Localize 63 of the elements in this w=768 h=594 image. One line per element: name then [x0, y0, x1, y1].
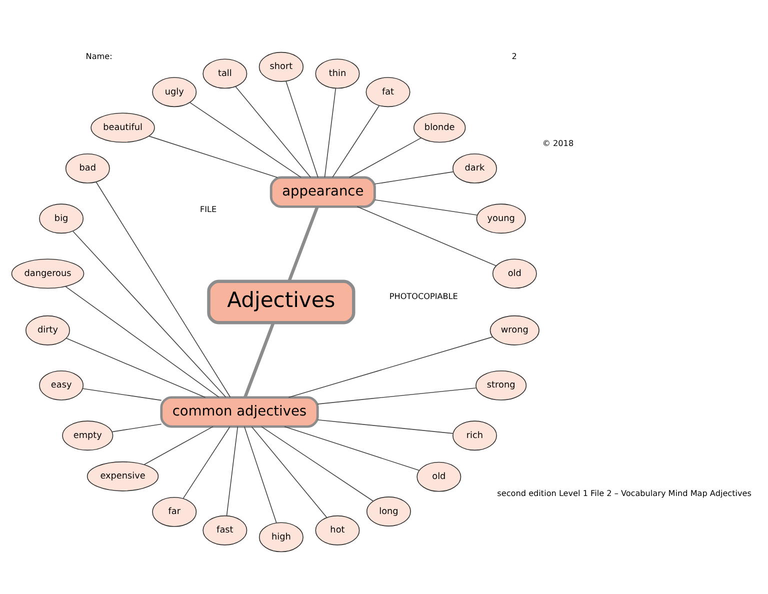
connector [189, 102, 302, 178]
node-box: common adjectives [160, 396, 319, 428]
connector [286, 80, 318, 178]
connector [82, 388, 162, 401]
node-ellipse: beautiful [90, 112, 155, 143]
node-ellipse: wrong [490, 315, 540, 346]
node-ellipse: tall [202, 58, 248, 89]
connector [324, 88, 336, 178]
node-ellipse: young [476, 204, 526, 234]
connector [96, 182, 231, 398]
node-ellipse: expensive [86, 461, 159, 492]
connector [251, 426, 328, 518]
node-ellipse: dirty [26, 315, 70, 346]
connector [226, 426, 238, 516]
node-ellipse: far [152, 497, 197, 527]
node-ellipse: rich [452, 420, 497, 451]
connector [235, 86, 312, 178]
node-ellipse: old [416, 462, 462, 492]
connector [144, 426, 214, 465]
node-ellipse: short [258, 52, 304, 82]
connector [284, 426, 420, 471]
connector [288, 206, 319, 282]
label: FILE [200, 204, 217, 214]
node-box: Adjectives [207, 280, 356, 324]
node-ellipse: blonde [414, 112, 466, 143]
connector [332, 105, 380, 178]
connector [374, 199, 478, 216]
node-ellipse: hot [315, 515, 360, 546]
connector [348, 138, 422, 178]
node-ellipse: big [39, 204, 84, 234]
node-ellipse: dark [452, 153, 497, 184]
connector [244, 426, 277, 524]
connector [261, 426, 374, 502]
connector [182, 426, 230, 499]
connector [66, 338, 206, 398]
connector [72, 230, 226, 398]
label: Name: [86, 50, 112, 61]
connector [288, 336, 493, 398]
label: PHOTOCOPIABLE [389, 291, 458, 302]
node-ellipse: strong [476, 370, 527, 400]
node-box: appearance [270, 176, 376, 208]
connector [374, 171, 454, 184]
connector [65, 286, 220, 398]
label: 2 [512, 50, 517, 61]
connector [356, 206, 496, 266]
node-ellipse: fat [366, 77, 410, 108]
node-ellipse: ugly [152, 77, 197, 108]
connector [317, 419, 454, 434]
connector [244, 322, 275, 398]
connector [317, 388, 476, 404]
node-ellipse: old [492, 258, 537, 289]
node-ellipse: long [366, 496, 411, 526]
label: © 2018 [542, 138, 574, 148]
connector [148, 136, 278, 178]
node-ellipse: thin [315, 58, 360, 89]
node-ellipse: empty [62, 420, 114, 451]
connector [112, 424, 162, 432]
node-ellipse: fast [202, 515, 248, 546]
node-ellipse: easy [39, 370, 84, 400]
node-ellipse: bad [65, 153, 110, 184]
node-ellipse: dangerous [11, 258, 84, 289]
node-ellipse: high [258, 522, 304, 552]
label: second edition Level 1 File 2 – Vocabulary Mind Map Adjectives [497, 488, 752, 498]
